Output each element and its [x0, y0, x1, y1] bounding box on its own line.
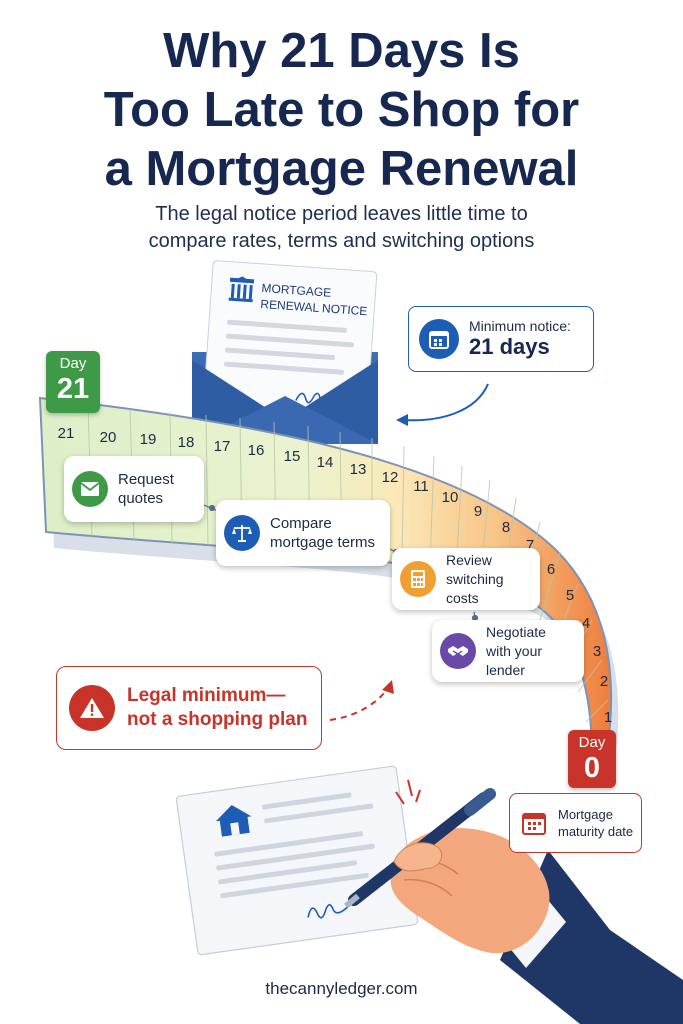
day-number: 11 — [413, 478, 429, 495]
step-request-quotes: Request quotes — [64, 456, 204, 522]
day-21-badge: Day 21 — [46, 351, 100, 413]
step-line-2: with your lender — [486, 642, 543, 678]
handshake-icon — [440, 633, 476, 669]
step-negotiate: Negotiate with your lender — [432, 620, 584, 682]
step-line-1: Negotiate — [486, 623, 546, 640]
day-badge-label: Day — [59, 355, 87, 372]
day-number: 10 — [442, 489, 459, 506]
minimum-notice-box: Minimum notice: 21 days — [408, 306, 594, 372]
day-number: 17 — [214, 438, 231, 455]
day-number: 3 — [593, 643, 601, 660]
step-line-2: switching costs — [446, 570, 504, 606]
subtitle-line-2: compare rates, terms and switching optio… — [148, 230, 535, 252]
house-icon — [215, 804, 252, 837]
day-number: 7 — [526, 537, 534, 554]
day-number: 8 — [502, 519, 510, 536]
renewal-notice-letter: MORTGAGE RENEWAL NOTICE — [202, 260, 378, 430]
legal-minimum-warning: Legal minimum— not a shopping plan — [56, 666, 322, 750]
day-number: 16 — [248, 442, 265, 459]
step-line-2: quotes — [118, 490, 164, 507]
subtitle: The legal notice period leaves little ti… — [0, 201, 683, 255]
calculator-icon — [400, 561, 436, 597]
scales-icon — [224, 515, 260, 551]
day-number: 18 — [178, 434, 195, 451]
day-number: 20 — [100, 429, 117, 446]
day-number: 2 — [600, 673, 608, 690]
step-line-1: Request — [118, 471, 174, 488]
mortgage-document — [175, 765, 419, 956]
warning-arrow — [329, 687, 389, 721]
step-line-2: mortgage terms — [270, 534, 376, 551]
day-number: 21 — [58, 425, 75, 442]
day-badge-number: 21 — [56, 373, 90, 405]
day-number: 6 — [547, 561, 555, 578]
hand-with-pen-icon — [344, 788, 683, 1024]
day-number: 19 — [140, 431, 157, 448]
day-0-badge: Day 0 — [568, 730, 616, 788]
letter-heading-1: MORTGAGE — [261, 281, 332, 300]
day-badge-number: 0 — [583, 752, 601, 784]
warning-icon — [69, 685, 115, 731]
day-number: 13 — [350, 461, 367, 478]
notice-arrow — [403, 383, 489, 422]
maturity-line-2: maturity date — [558, 824, 634, 839]
page-title: Why 21 Days Is Too Late to Shop for a Mo… — [0, 22, 683, 199]
minimum-notice-value: 21 days — [469, 334, 550, 359]
footer-site: thecannyledger.com — [265, 979, 418, 998]
warning-line-1: Legal minimum— — [127, 685, 286, 706]
title-line-3: a Mortgage Renewal — [104, 142, 579, 196]
sparkle-icon — [395, 779, 421, 805]
day-number: 15 — [284, 448, 301, 465]
day-badge-label: Day — [578, 734, 606, 751]
day-number: 4 — [582, 615, 590, 632]
title-line-2: Too Late to Shop for — [103, 83, 580, 137]
calendar-icon — [520, 809, 548, 837]
step-compare-terms: Compare mortgage terms — [216, 500, 390, 566]
calendar-icon — [419, 319, 459, 359]
subtitle-line-1: The legal notice period leaves little ti… — [155, 203, 528, 225]
day-number: 14 — [317, 454, 334, 471]
title-line-1: Why 21 Days Is — [163, 24, 520, 78]
warning-line-2: not a shopping plan — [127, 709, 308, 730]
day-number: 12 — [382, 469, 399, 486]
day-numbers: 21 20 19 18 17 16 15 14 13 12 11 10 9 8 … — [58, 425, 613, 726]
document-signature — [307, 904, 350, 919]
envelope-icon — [72, 471, 108, 507]
day-number: 5 — [566, 587, 574, 604]
maturity-date-box: Mortgage maturity date — [509, 793, 642, 853]
day-number: 1 — [604, 709, 612, 726]
maturity-line-1: Mortgage — [558, 807, 613, 822]
day-number: 9 — [474, 503, 482, 520]
step-line-1: Review — [446, 551, 492, 568]
step-line-1: Compare — [270, 515, 332, 532]
minimum-notice-label: Minimum notice: — [469, 318, 571, 334]
step-review-costs: Review switching costs — [392, 548, 540, 610]
